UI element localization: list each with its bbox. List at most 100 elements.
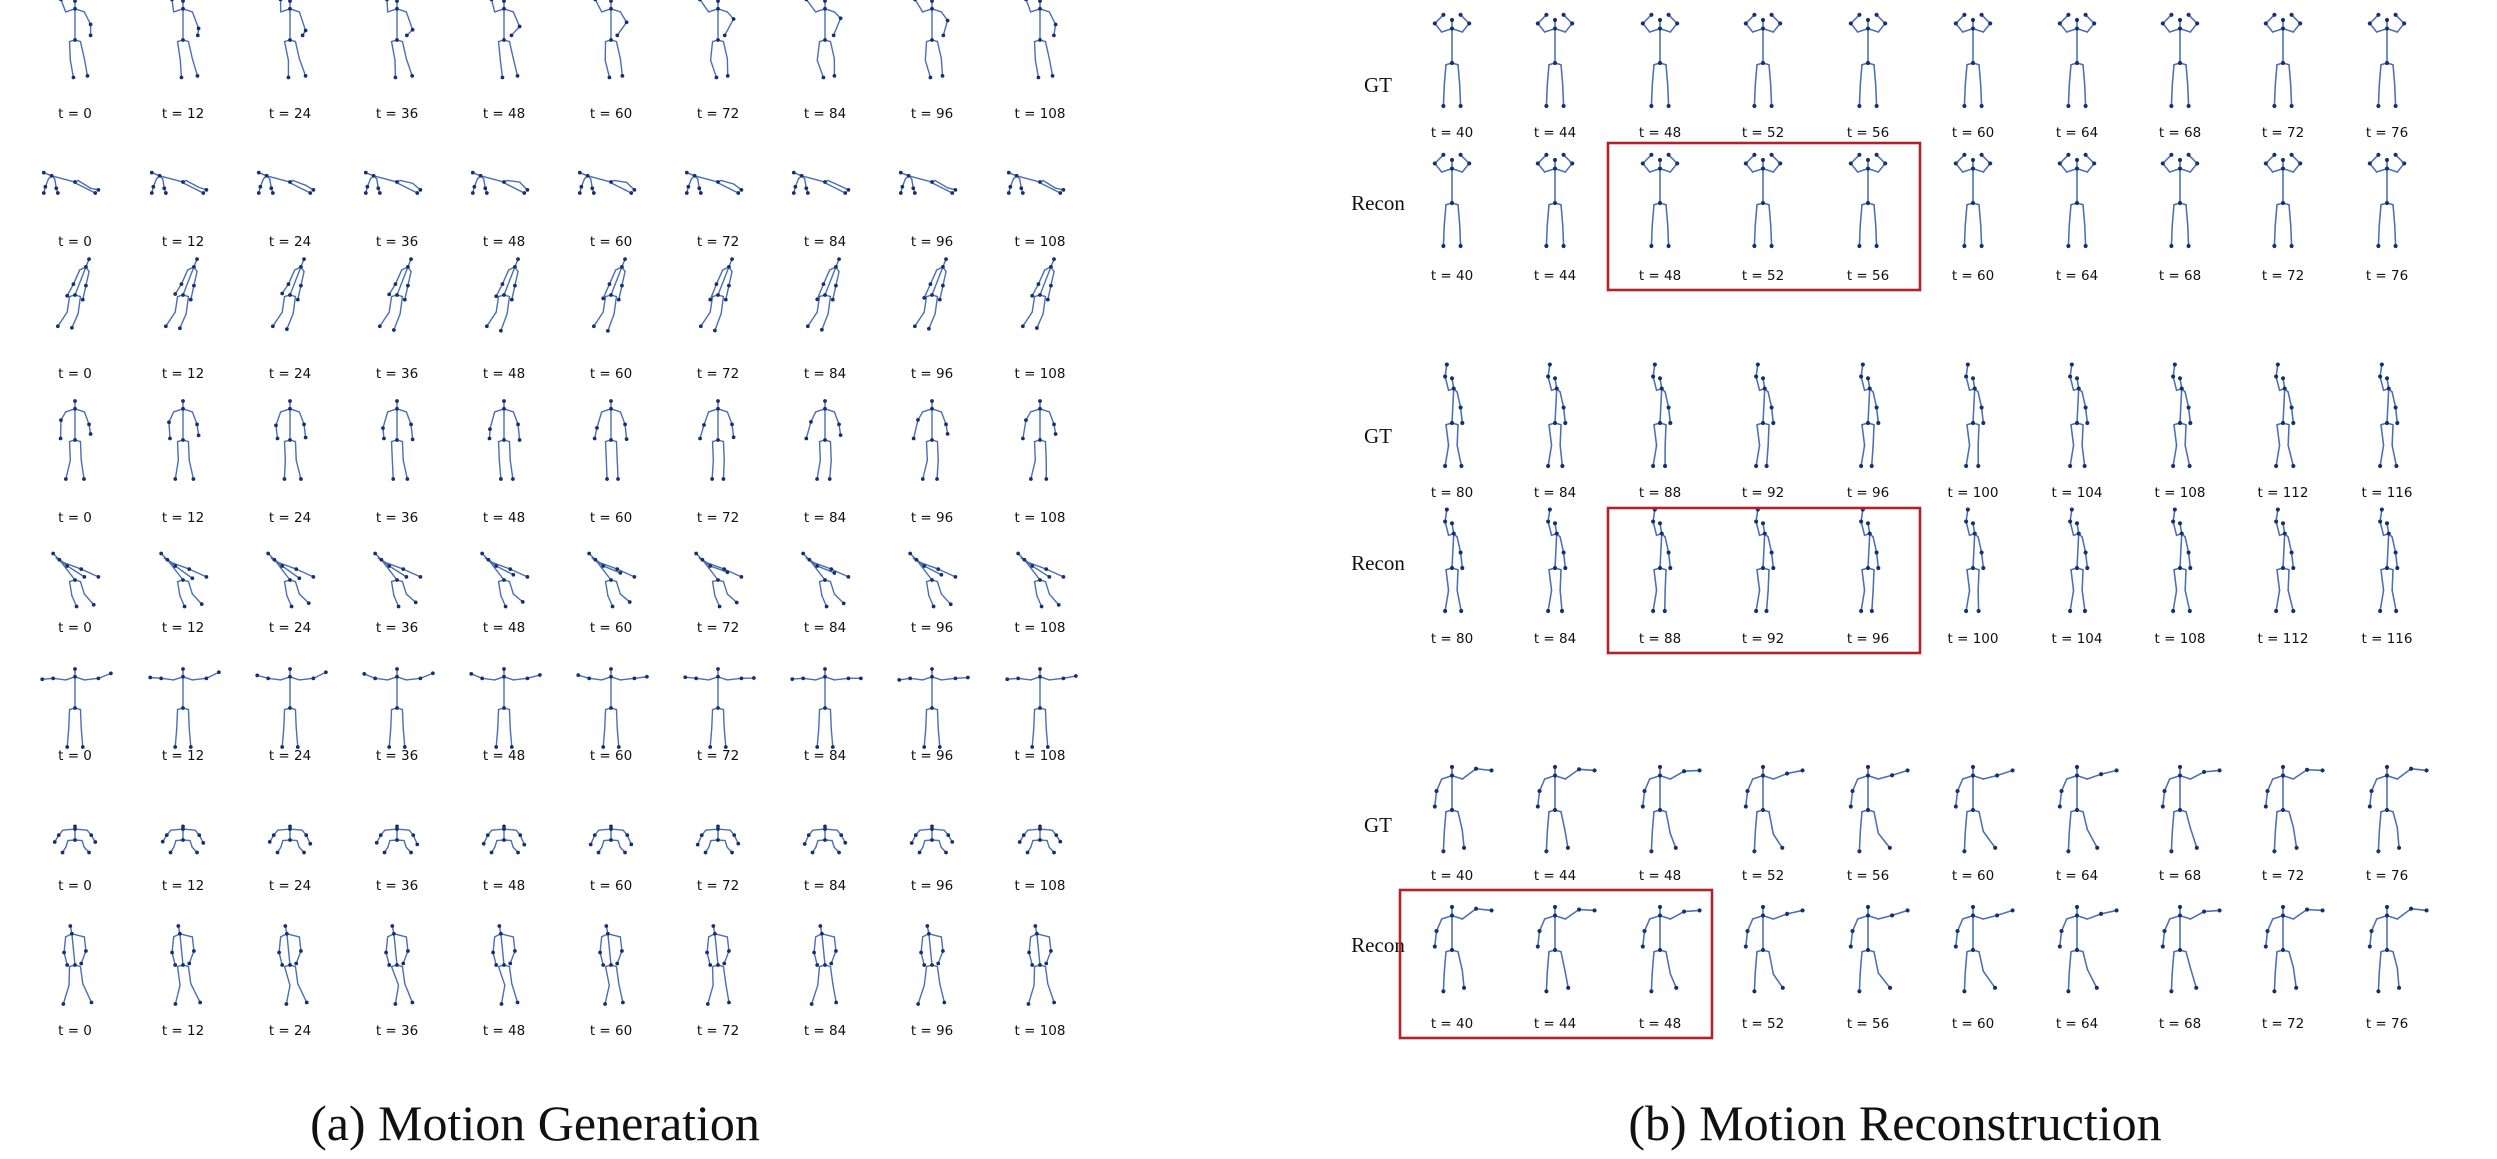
- skeleton-joint: [1976, 463, 1981, 469]
- gt-frame-label: t = 40: [1431, 868, 1473, 884]
- skeleton-joint: [382, 850, 387, 855]
- skeleton-bone: [187, 40, 194, 60]
- skeleton-bone: [2082, 810, 2089, 831]
- skeleton-bone: [2187, 551, 2192, 569]
- skeleton-joint: [730, 422, 734, 427]
- skeleton-bone: [1443, 810, 1447, 834]
- skeleton-joint: [1021, 436, 1025, 441]
- skeleton-joint: [1771, 565, 1776, 571]
- skeleton-joint: [2083, 243, 2088, 249]
- skeleton-bone: [1963, 224, 1967, 247]
- frame-label: t = 36: [376, 234, 418, 250]
- skeleton-joint: [1905, 908, 1910, 913]
- skeleton-bone: [499, 59, 504, 79]
- skeleton-joint: [395, 838, 399, 842]
- skeleton-bone: [695, 677, 710, 681]
- skeleton-joint: [1752, 12, 1757, 17]
- skeleton-bone: [2306, 768, 2324, 772]
- skeleton-bone: [83, 936, 87, 952]
- skeleton-bone: [617, 839, 621, 848]
- skeleton-joint: [1743, 944, 1748, 949]
- skeleton-bone: [829, 440, 832, 461]
- skeleton-figure: [698, 0, 736, 80]
- skeleton-figure: [576, 667, 649, 749]
- skeleton-joint: [711, 924, 716, 928]
- skeleton-bone: [1443, 950, 1447, 974]
- skeleton-joint: [1560, 463, 1565, 469]
- skeleton-bone: [602, 727, 606, 748]
- skeleton-joint: [710, 477, 715, 481]
- frame-label: t = 84: [804, 878, 846, 894]
- gt-frame-label: t = 64: [2056, 125, 2098, 141]
- skeleton-joint: [173, 564, 178, 568]
- skeleton-bone: [1559, 536, 1565, 554]
- skeleton-bone: [2171, 63, 2175, 87]
- recon-skeleton-figure: [1754, 507, 1776, 614]
- frame-label: t = 84: [804, 1023, 846, 1039]
- skeleton-bone: [2184, 536, 2190, 554]
- skeleton-joint: [52, 840, 57, 844]
- skeleton-bone: [481, 677, 496, 681]
- skeleton-joint: [1762, 386, 1767, 391]
- skeleton-bone: [1858, 224, 1862, 247]
- skeleton-bone: [1561, 224, 1565, 247]
- skeleton-joint: [1460, 420, 1465, 426]
- skeleton-joint: [502, 406, 506, 411]
- skeleton-bone: [292, 295, 297, 315]
- skeleton-bone: [831, 839, 835, 848]
- skeleton-joint: [181, 824, 185, 829]
- skeleton-figure: [804, 399, 843, 481]
- skeleton-joint: [716, 293, 720, 297]
- skeleton-bone: [1459, 406, 1464, 424]
- skeleton-bone: [2086, 828, 2098, 849]
- skeleton-bone: [2067, 831, 2071, 853]
- skeleton-joint: [2393, 12, 2398, 17]
- skeleton-bone: [1754, 950, 1758, 974]
- skeleton-joint: [683, 675, 688, 680]
- skeleton-joint: [739, 187, 744, 192]
- skeleton-joint: [698, 324, 703, 329]
- skeleton-bone: [405, 677, 422, 681]
- skeleton-joint: [736, 841, 741, 846]
- skeleton-bone: [176, 440, 180, 461]
- skeleton-joint: [513, 949, 517, 953]
- skeleton-bone: [1044, 708, 1047, 729]
- skeleton-bone: [500, 594, 507, 608]
- skeleton-bone: [68, 708, 71, 729]
- skeleton-joint: [2074, 807, 2080, 813]
- skeleton-joint: [2085, 565, 2090, 571]
- skeleton-bone: [390, 580, 395, 597]
- skeleton-joint: [1970, 200, 1976, 206]
- skeleton-joint: [1955, 789, 1960, 794]
- skeleton-bone: [832, 983, 837, 1004]
- skeleton-bone: [2378, 203, 2382, 227]
- skeleton-bone: [68, 965, 71, 986]
- skeleton-bone: [2084, 551, 2089, 569]
- skeleton-joint: [84, 283, 88, 288]
- skeleton-joint: [371, 173, 376, 178]
- frame-label: t = 108: [1015, 234, 1066, 250]
- skeleton-joint: [1979, 243, 1984, 249]
- skeleton-joint: [2202, 909, 2207, 914]
- skeleton-joint: [1850, 789, 1855, 794]
- skeleton-figure: [587, 551, 637, 609]
- skeleton-bone: [69, 59, 75, 79]
- skeleton-joint: [409, 422, 413, 427]
- skeleton-joint: [2424, 768, 2429, 773]
- skeleton-bone: [1048, 593, 1060, 606]
- skeleton-bone: [2060, 778, 2068, 792]
- skeleton-joint: [920, 477, 925, 481]
- skeleton-joint: [2280, 157, 2286, 163]
- skeleton-joint: [1552, 60, 1558, 66]
- skeleton-bone: [718, 182, 733, 191]
- skeleton-bone: [2288, 63, 2292, 87]
- skeleton-bone: [1456, 568, 1459, 592]
- skeleton-bone: [1036, 933, 1051, 938]
- skeleton-bone: [1442, 84, 1446, 107]
- skeleton-bone: [403, 839, 407, 848]
- skeleton-bone: [79, 40, 86, 60]
- skeleton-bone: [2292, 768, 2308, 780]
- skeleton-bone: [1756, 423, 1761, 447]
- skeleton-joint: [1038, 827, 1042, 831]
- skeleton-bone: [68, 440, 72, 461]
